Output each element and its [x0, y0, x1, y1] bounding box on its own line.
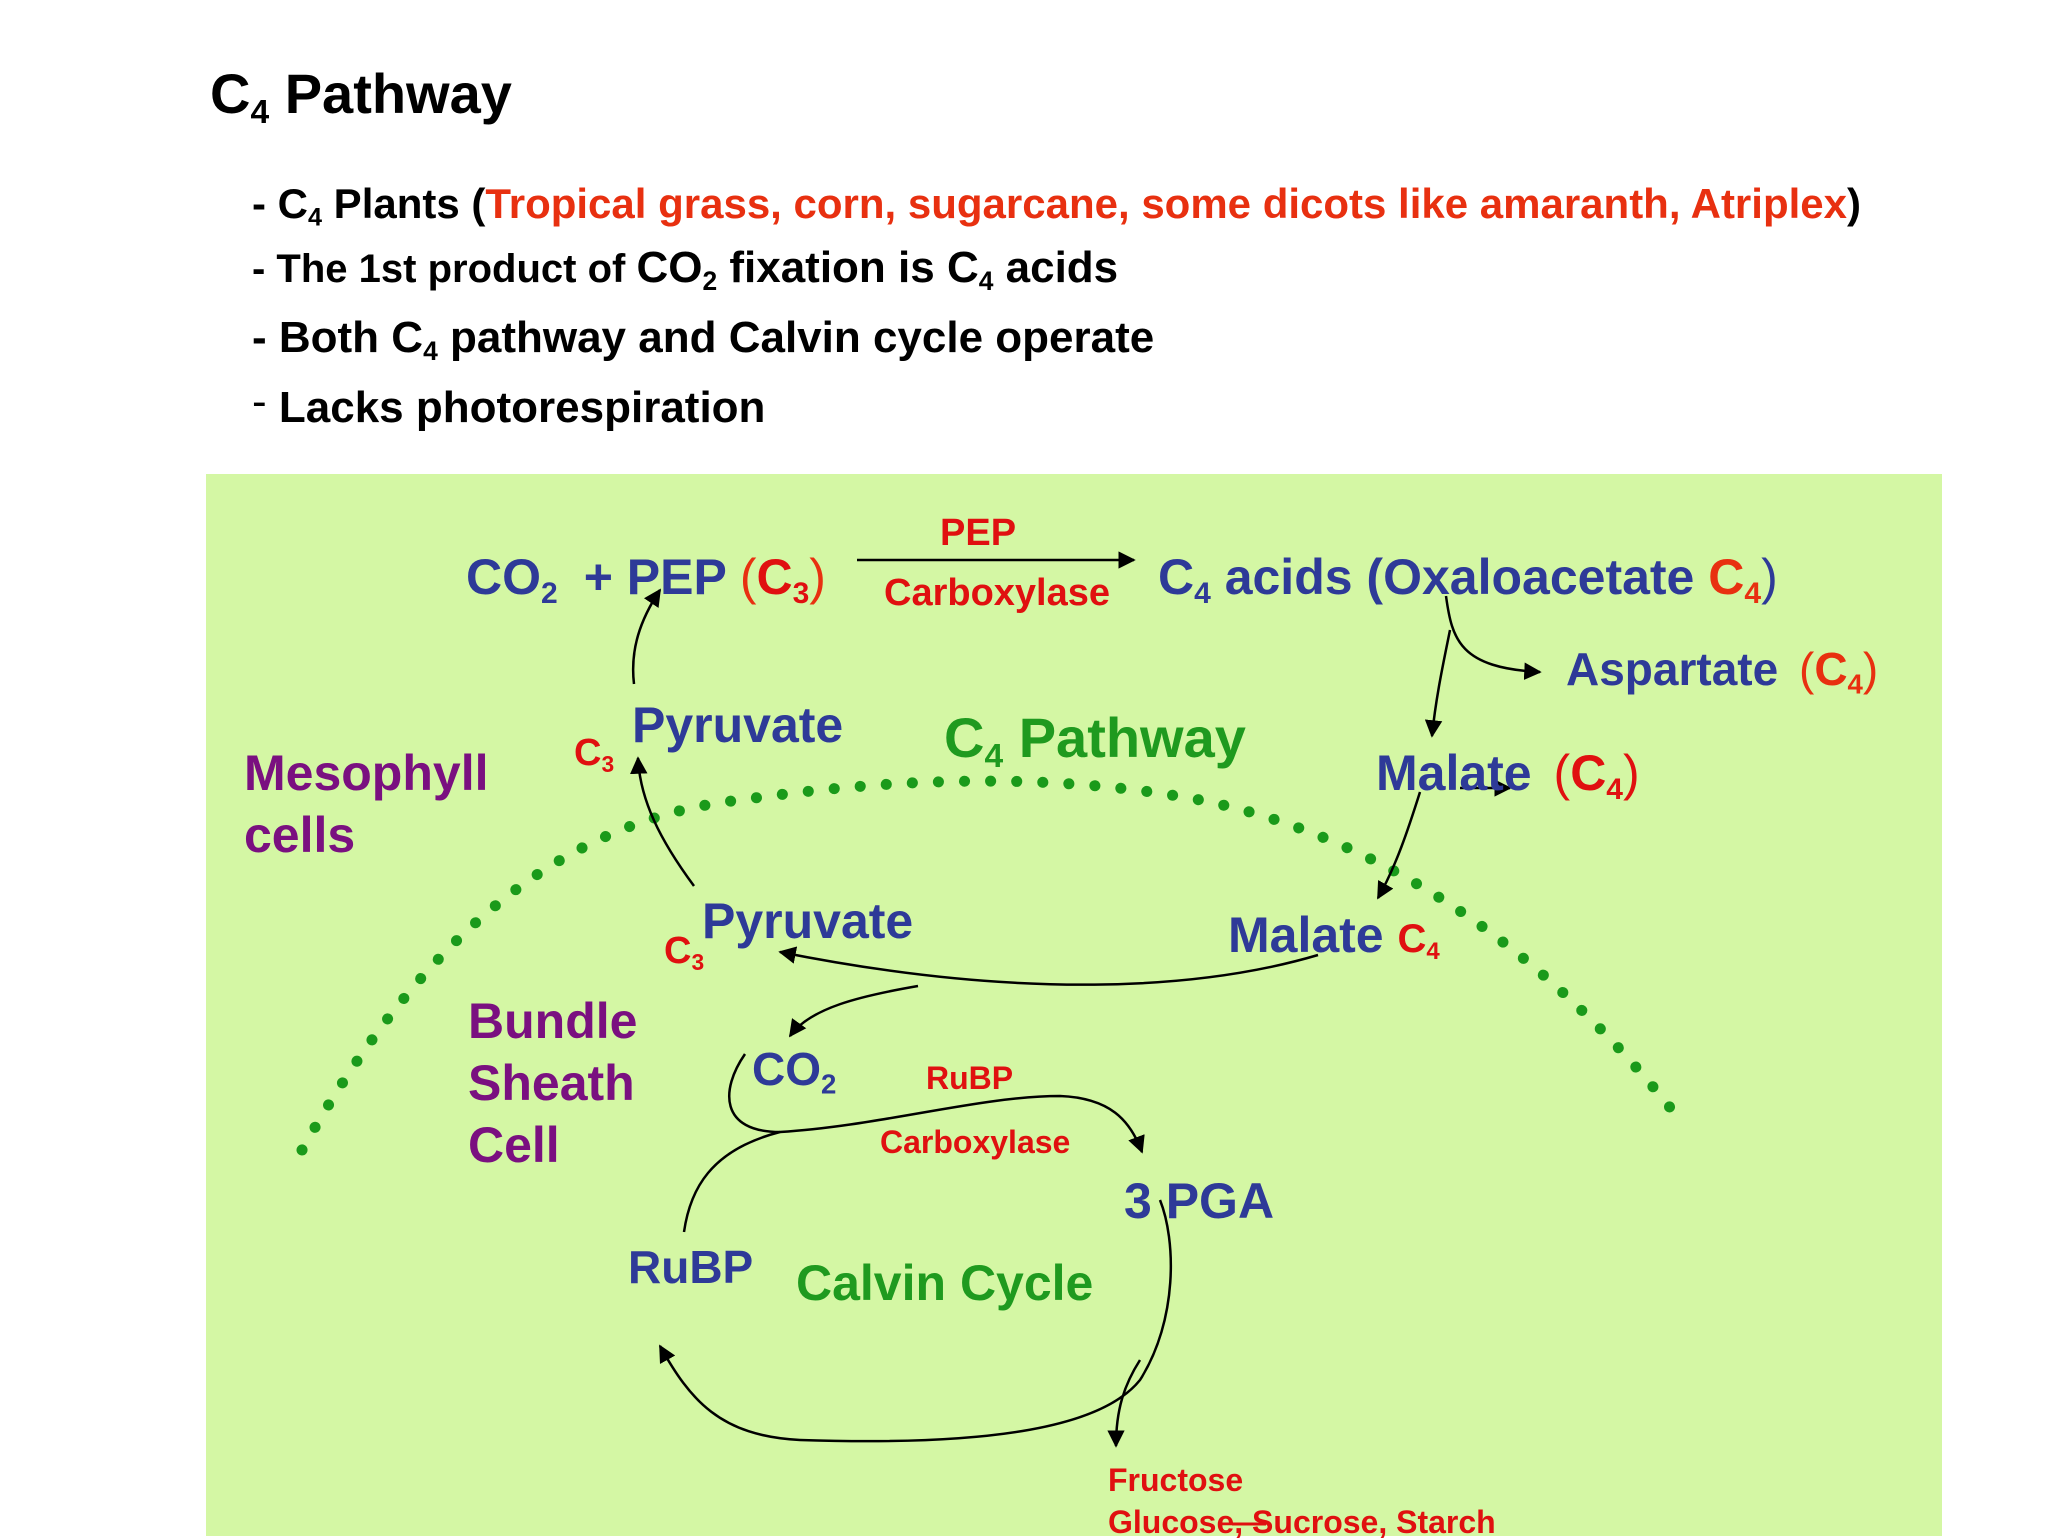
aspartate: Aspartate — [1566, 643, 1779, 695]
diagram-panel — [206, 474, 1942, 1536]
aspartate-label: Aspartate (C4) — [1566, 643, 1879, 698]
subscript: 2 — [541, 577, 558, 610]
carbon-count: C — [664, 930, 692, 972]
products-fructose-label: Fructose — [1108, 1462, 1244, 1498]
bundle-label-2: Sheath — [468, 1055, 635, 1111]
subscript: 4 — [1744, 577, 1762, 610]
malate-mesophyll-label: Malate (C4) — [1376, 745, 1640, 805]
subscript: 2 — [702, 265, 718, 296]
co2-bundle-label: CO2 — [752, 1043, 836, 1098]
pyruvate-mesophyll-label: Pyruvate — [632, 697, 844, 753]
malate: Malate — [1228, 907, 1384, 963]
paren: ( — [1798, 643, 1815, 695]
bullet-dash: - — [252, 377, 267, 426]
bullet-text: CO — [636, 243, 703, 292]
co2: CO — [466, 549, 541, 605]
bullet-text: pathway and Calvin cycle operate — [437, 313, 1155, 362]
carbon-count: C — [756, 549, 793, 605]
rubisco-carboxylase-label: Carboxylase — [880, 1124, 1071, 1160]
title-sub: 4 — [250, 94, 270, 132]
c4: C — [1158, 549, 1195, 605]
subscript: 4 — [1847, 668, 1863, 700]
subscript: 4 — [423, 335, 438, 366]
subscript: 3 — [792, 577, 810, 610]
arrow-pga-to-rubp — [658, 1199, 1173, 1443]
bullet-text: Plants ( — [322, 180, 486, 227]
malate: Malate — [1376, 745, 1532, 801]
bundle-label-3: Cell — [468, 1117, 560, 1173]
c4-pathway-label: C4 Pathway — [944, 710, 1246, 774]
paren: ) — [1622, 745, 1640, 801]
enzyme-carboxylase-label: Carboxylase — [884, 572, 1111, 614]
carbon-count: C — [1814, 643, 1848, 695]
paren: ) — [1761, 549, 1778, 605]
paren: ) — [1862, 643, 1879, 695]
arrow-lower-to-upper-pyruvate — [630, 756, 696, 887]
arrow-pyruvate-to-pep — [631, 588, 662, 685]
carbon-count: C — [1570, 745, 1607, 801]
bullet-first-product: - The 1st product of CO2 fixation is C4 … — [252, 243, 1119, 295]
bullet-text: acids — [993, 243, 1119, 292]
carbon-count: C — [1708, 549, 1745, 605]
paren: ( — [739, 549, 757, 605]
arrow-to-products — [1107, 1359, 1142, 1448]
pep: + PEP — [583, 549, 726, 605]
c3-mesophyll-label: C3 — [574, 732, 614, 775]
co2: CO — [752, 1043, 821, 1095]
carbon-count: C — [1397, 917, 1427, 961]
plant-examples: Tropical grass, corn, sugarcane, some di… — [485, 180, 1847, 227]
mesophyll-label-2: cells — [244, 807, 356, 863]
acids-text: acids (Oxaloacetate — [1210, 549, 1709, 605]
slide-title: C4 Pathway — [210, 66, 512, 130]
title-c: C — [210, 62, 251, 125]
bullet-both-pathways: - Both C4 pathway and Calvin cycle opera… — [252, 313, 1155, 365]
arrow-oxa-to-aspartate — [1444, 595, 1542, 680]
rubisco-rubp-label: RuBP — [926, 1060, 1014, 1096]
enzyme-pep-label: PEP — [940, 512, 1017, 554]
products-sugars-label: Glucose, Sucrose, Starch — [1108, 1504, 1496, 1540]
bullet-text: - Both C — [252, 313, 424, 362]
subscript: 4 — [978, 265, 994, 296]
cell-boundary — [296, 775, 1678, 1156]
malate-bundle-label: Malate C4 — [1228, 907, 1440, 964]
arrow-malate-to-pyruvate — [778, 946, 1319, 986]
bullet-text: ) — [1847, 180, 1861, 227]
subscript: 4 — [308, 203, 323, 232]
arrow-to-co2 — [788, 984, 919, 1038]
subscript: 4 — [1606, 773, 1623, 806]
bundle-label-1: Bundle — [468, 993, 638, 1049]
pga-label: 3 PGA — [1124, 1173, 1275, 1229]
bullet-photorespiration: - Lacks photorespiration — [252, 380, 766, 432]
c4: C — [944, 706, 985, 769]
arrow-rubp-to-carboxylase — [682, 1130, 781, 1233]
rubp-label: RuBP — [628, 1241, 754, 1293]
pathway-text: Pathway — [1003, 706, 1246, 769]
carbon-count: C — [574, 732, 602, 774]
subscript: 4 — [1426, 938, 1440, 966]
subscript: 2 — [821, 1068, 837, 1100]
co2-pep-label: CO2 + PEP (C3) — [466, 549, 826, 609]
arrow-malate-to-malate — [1376, 791, 1422, 900]
pyruvate-bundle-label: Pyruvate — [702, 893, 914, 949]
subscript: 4 — [984, 738, 1004, 776]
arrow-oxa-to-malate — [1424, 629, 1452, 738]
subscript: 3 — [601, 750, 615, 777]
arrow-co2-to-pga — [727, 1053, 1145, 1154]
paren: ( — [1553, 745, 1571, 801]
c4-acids-label: C4 acids (Oxaloacetate C4) — [1158, 549, 1778, 609]
mesophyll-label-1: Mesophyll — [244, 745, 489, 801]
bullet-text: Lacks photorespiration — [266, 383, 766, 432]
paren: ) — [809, 549, 826, 605]
bullet-c4-plants: - C4 Plants (Tropical grass, corn, sugar… — [252, 180, 1861, 231]
calvin-cycle-label: Calvin Cycle — [796, 1255, 1094, 1311]
bullet-text: - The 1st product of — [252, 247, 637, 291]
subscript: 4 — [1194, 577, 1211, 610]
bullet-text: - C — [252, 180, 308, 227]
c3-bundle-label: C3 — [664, 930, 704, 973]
title-rest: Pathway — [269, 62, 512, 125]
subscript: 3 — [691, 948, 705, 975]
bullet-text: fixation is C — [717, 243, 979, 292]
